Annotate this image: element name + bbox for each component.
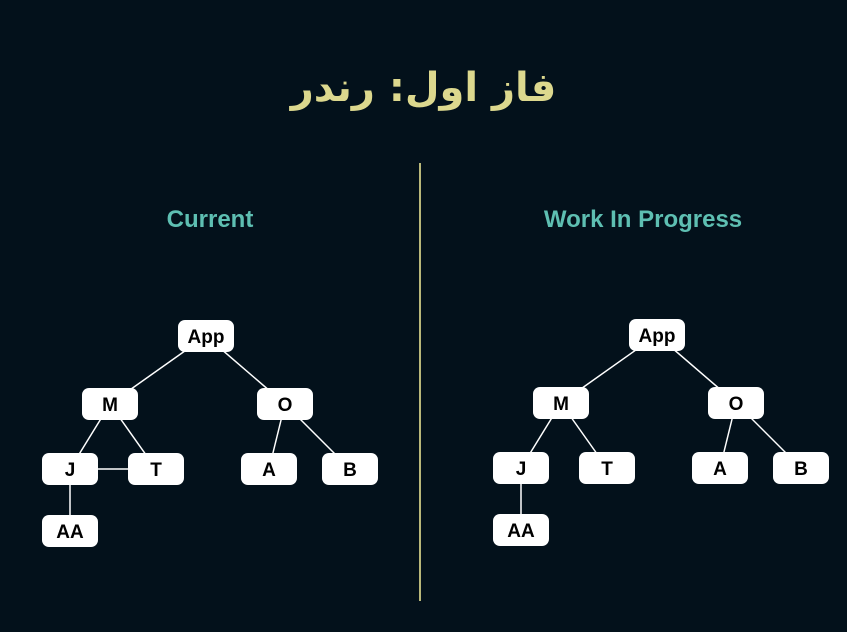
tree-node-box bbox=[178, 320, 234, 352]
tree-node-label: App bbox=[639, 326, 676, 347]
tree-node-label: A bbox=[713, 459, 727, 480]
tree-node-label: T bbox=[150, 460, 162, 481]
tree-node-box bbox=[82, 388, 138, 420]
tree-node-b: B bbox=[773, 452, 829, 484]
tree-node-box bbox=[322, 453, 378, 485]
tree-node-box bbox=[42, 515, 98, 547]
tree-node-o: O bbox=[708, 387, 764, 419]
panel-divider bbox=[419, 163, 421, 601]
tree-node-label: AA bbox=[507, 521, 535, 542]
tree-node-label: B bbox=[794, 459, 808, 480]
tree-node-label: B bbox=[343, 460, 357, 481]
tree-node-aa: AA bbox=[42, 515, 98, 547]
tree-node-box bbox=[493, 514, 549, 546]
wip-tree-heading: Work In Progress bbox=[543, 206, 743, 233]
tree-node-b: B bbox=[322, 453, 378, 485]
tree-node-m: M bbox=[82, 388, 138, 420]
current-tree-heading: Current bbox=[166, 206, 254, 233]
tree-node-label: J bbox=[516, 459, 527, 480]
tree-node-box bbox=[128, 453, 184, 485]
tree-node-box bbox=[708, 387, 764, 419]
tree-node-box bbox=[493, 452, 549, 484]
tree-node-app: App bbox=[629, 319, 685, 351]
tree-node-label: T bbox=[601, 459, 613, 480]
tree-node-box bbox=[773, 452, 829, 484]
tree-node-label: M bbox=[553, 394, 569, 415]
tree-node-label: J bbox=[65, 460, 76, 481]
tree-node-box bbox=[241, 453, 297, 485]
tree-node-label: App bbox=[188, 327, 225, 348]
tree-node-t: T bbox=[128, 453, 184, 485]
tree-node-box bbox=[257, 388, 313, 420]
tree-node-box bbox=[533, 387, 589, 419]
page-title: فاز اول: رندر bbox=[290, 65, 557, 111]
tree-node-j: J bbox=[493, 452, 549, 484]
tree-node-box bbox=[579, 452, 635, 484]
tree-node-label: O bbox=[729, 394, 744, 415]
tree-node-label: A bbox=[262, 460, 276, 481]
tree-node-a: A bbox=[241, 453, 297, 485]
tree-node-box bbox=[42, 453, 98, 485]
tree-node-t: T bbox=[579, 452, 635, 484]
tree-node-j: J bbox=[42, 453, 98, 485]
tree-node-app: App bbox=[178, 320, 234, 352]
tree-node-box bbox=[692, 452, 748, 484]
tree-node-label: M bbox=[102, 395, 118, 416]
tree-node-label: AA bbox=[56, 522, 84, 543]
tree-node-a: A bbox=[692, 452, 748, 484]
tree-node-box bbox=[629, 319, 685, 351]
tree-node-label: O bbox=[278, 395, 293, 416]
tree-node-aa: AA bbox=[493, 514, 549, 546]
tree-node-o: O bbox=[257, 388, 313, 420]
tree-node-m: M bbox=[533, 387, 589, 419]
